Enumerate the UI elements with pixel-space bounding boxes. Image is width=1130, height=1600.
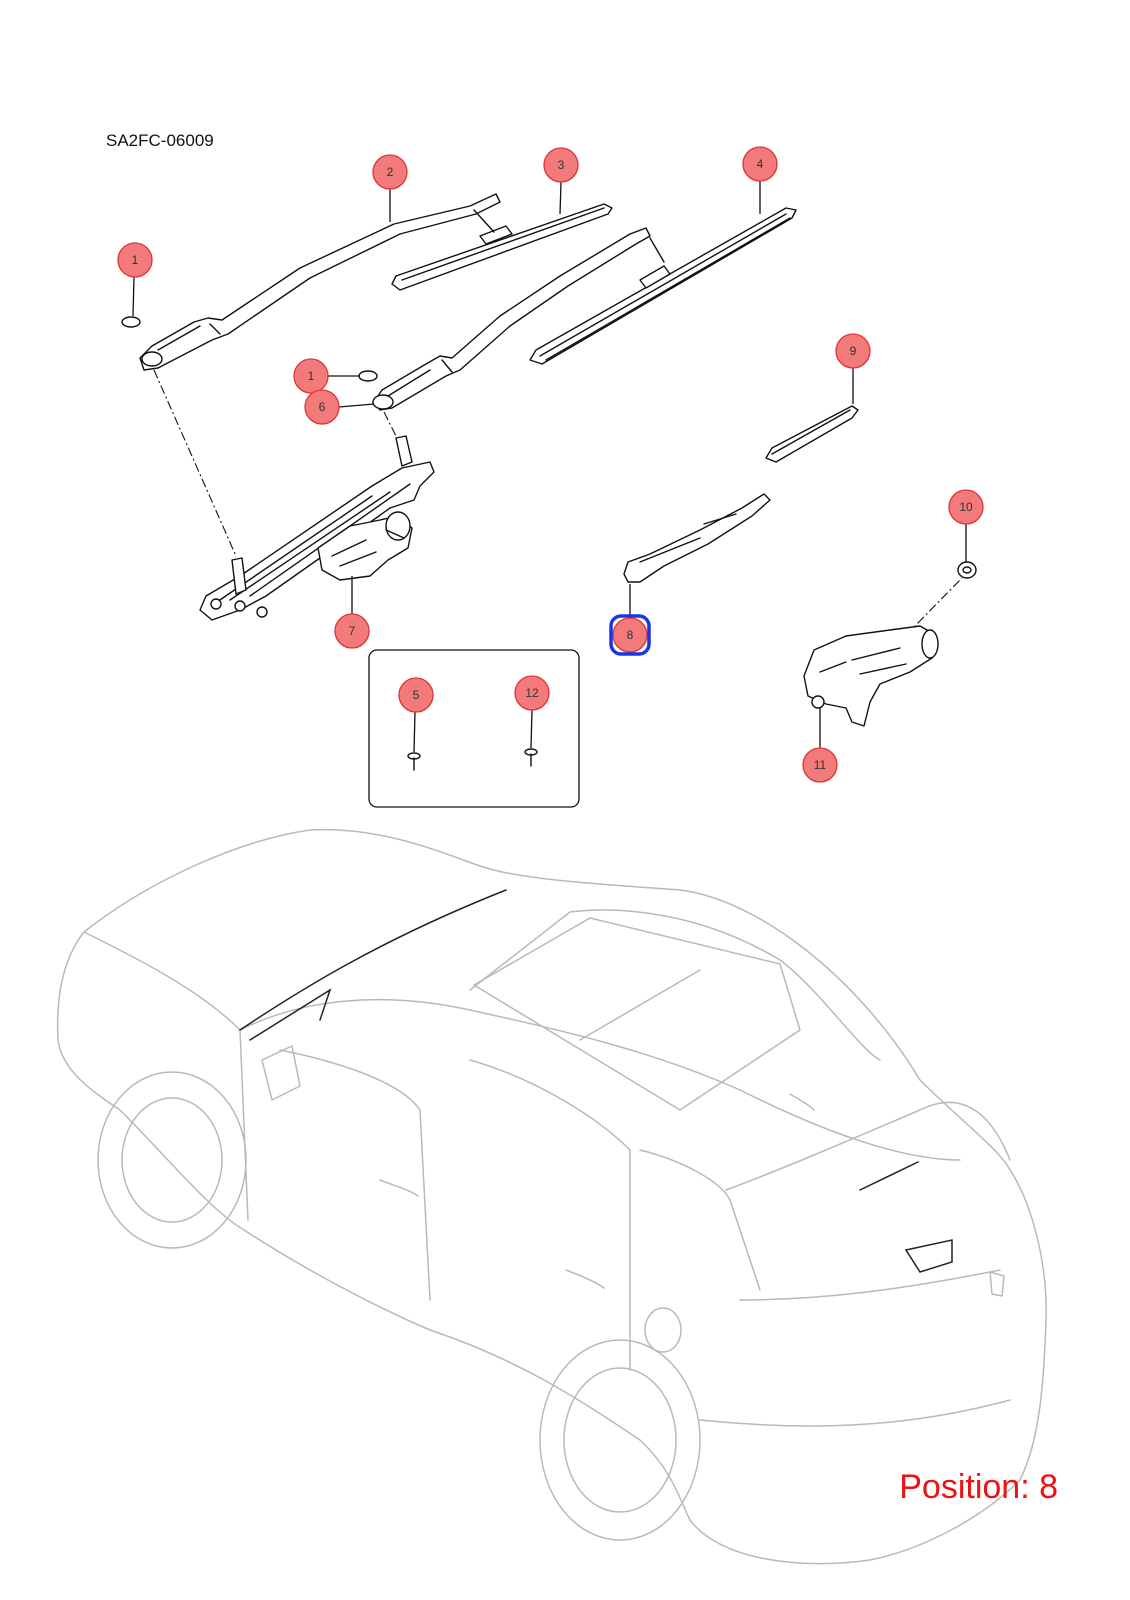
- svg-text:9: 9: [850, 344, 857, 358]
- leader-lines: [132, 181, 967, 753]
- callout-1a[interactable]: 1: [117, 242, 153, 278]
- callout-11[interactable]: 11: [802, 747, 838, 783]
- selected-callout-highlight: [609, 614, 651, 656]
- callout-6[interactable]: 6: [304, 389, 340, 425]
- svg-text:10: 10: [959, 500, 973, 514]
- rear-wiper-blade: [765, 405, 859, 463]
- callout-10[interactable]: 10: [948, 489, 984, 525]
- svg-text:2: 2: [387, 165, 394, 179]
- callout-2[interactable]: 2: [372, 154, 408, 190]
- svg-text:1: 1: [308, 369, 315, 383]
- svg-text:11: 11: [814, 758, 827, 772]
- screw-12: [524, 748, 538, 767]
- front-wiper-blade-short: [391, 203, 613, 291]
- cap-1a: [121, 316, 141, 328]
- rear-motor-nut: [957, 561, 977, 579]
- screw-5: [407, 752, 421, 771]
- svg-text:5: 5: [413, 688, 420, 702]
- callout-12[interactable]: 12: [514, 675, 550, 711]
- diagram-code: SA2FC-06009: [106, 131, 214, 150]
- callout-5[interactable]: 5: [398, 677, 434, 713]
- svg-text:1: 1: [132, 253, 139, 267]
- svg-text:3: 3: [558, 158, 565, 172]
- svg-text:7: 7: [349, 624, 356, 638]
- callout-7[interactable]: 7: [334, 613, 370, 649]
- svg-text:12: 12: [525, 686, 539, 700]
- rear-wiper-arm: [623, 493, 771, 583]
- front-wiper-linkage-motor: [199, 435, 435, 621]
- callout-1b[interactable]: 1: [293, 358, 329, 394]
- svg-text:6: 6: [319, 400, 326, 414]
- fastener-inset: [368, 649, 580, 808]
- front-wiper-arm-left: [139, 193, 501, 371]
- callout-3[interactable]: 3: [543, 147, 579, 183]
- svg-text:4: 4: [757, 157, 764, 171]
- vehicle-outline: [56, 828, 1047, 1565]
- rear-wiper-motor: [803, 625, 939, 727]
- callout-8[interactable]: 8: [609, 614, 651, 656]
- assembly-line: [153, 369, 237, 557]
- position-indicator: Position: 8: [899, 1468, 1058, 1506]
- callout-9[interactable]: 9: [835, 333, 871, 369]
- front-wiper-blade-long: [529, 207, 797, 365]
- assembly-line: [383, 411, 399, 441]
- callout-4[interactable]: 4: [742, 146, 778, 182]
- svg-text:8: 8: [627, 628, 634, 642]
- cap-1b: [358, 370, 378, 382]
- front-wiper-arm-right: [372, 227, 651, 411]
